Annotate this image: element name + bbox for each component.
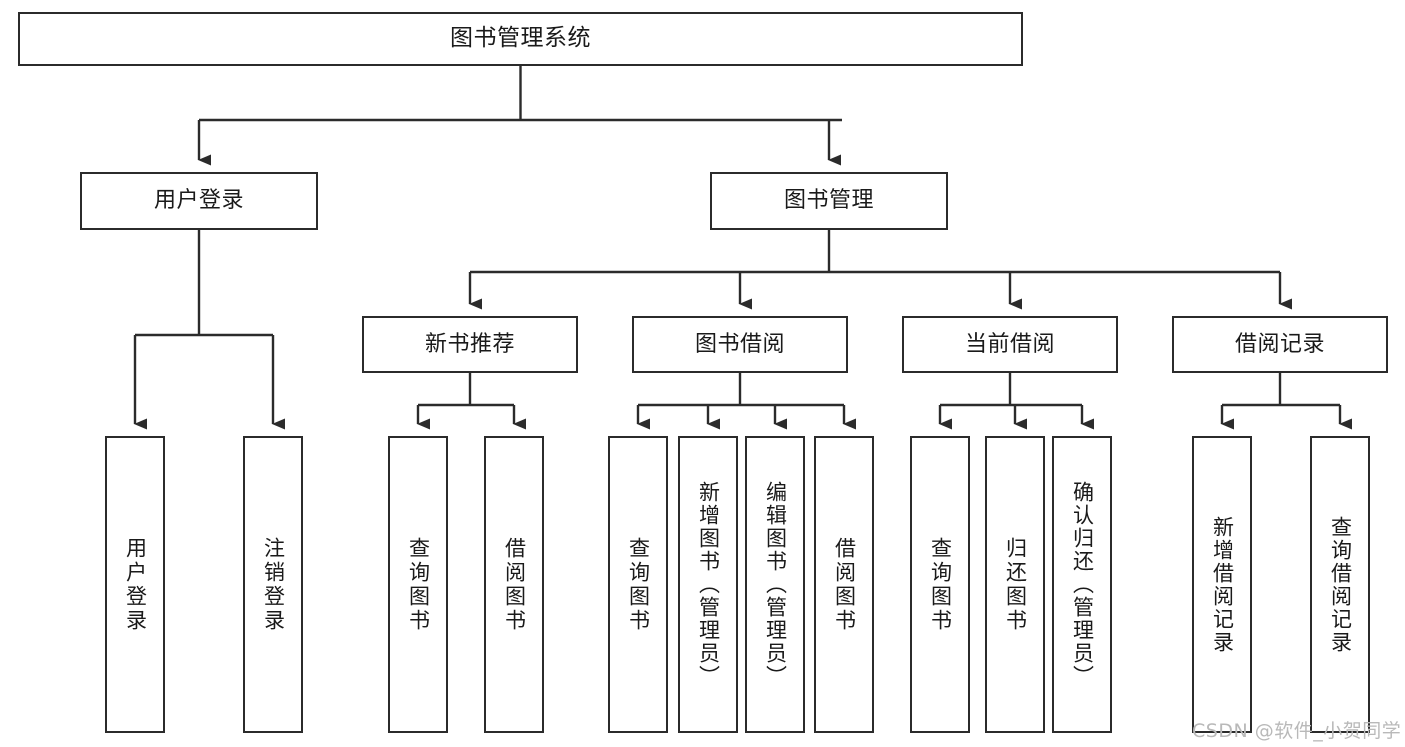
- node-leaf-rec-add[interactable]: 新增借阅记录: [1192, 436, 1252, 733]
- node-root[interactable]: 图书管理系统: [18, 12, 1023, 66]
- node-leaf-cur-confirm[interactable]: 确认归还（管理员）: [1052, 436, 1112, 733]
- node-leaf-rec-add-label: 新增借阅记录: [1210, 515, 1235, 654]
- node-leaf-borrow-add[interactable]: 新增图书（管理员）: [678, 436, 738, 733]
- node-borrow-record[interactable]: 借阅记录: [1172, 316, 1388, 373]
- node-leaf-cur-confirm-label: 确认归还（管理员）: [1070, 481, 1095, 688]
- node-leaf-user-login-label: 用户登录: [123, 536, 148, 633]
- node-leaf-user-login[interactable]: 用户登录: [105, 436, 165, 733]
- node-leaf-rec-borrow[interactable]: 借阅图书: [484, 436, 544, 733]
- node-leaf-borrow-add-label: 新增图书（管理员）: [696, 481, 721, 688]
- node-leaf-rec-borrow-label: 借阅图书: [502, 536, 527, 633]
- node-book-manage-label: 图书管理: [783, 188, 874, 214]
- node-book-borrow-label: 图书借阅: [694, 331, 785, 357]
- node-borrow-record-label: 借阅记录: [1234, 331, 1325, 357]
- node-leaf-borrow-edit[interactable]: 编辑图书（管理员）: [745, 436, 805, 733]
- node-book-borrow[interactable]: 图书借阅: [632, 316, 848, 373]
- node-leaf-rec-search-label: 查询借阅记录: [1328, 515, 1353, 654]
- node-current-borrow-label: 当前借阅: [964, 331, 1055, 357]
- node-leaf-rec-query-label: 查询图书: [406, 536, 431, 633]
- node-leaf-borrow-query-label: 查询图书: [626, 536, 651, 633]
- watermark: CSDN @软件_小贺同学: [1192, 720, 1402, 742]
- node-leaf-cur-query[interactable]: 查询图书: [910, 436, 970, 733]
- node-user-login-label: 用户登录: [153, 188, 244, 214]
- node-root-label: 图书管理系统: [450, 25, 591, 52]
- node-new-book-rec[interactable]: 新书推荐: [362, 316, 578, 373]
- node-leaf-borrow-query[interactable]: 查询图书: [608, 436, 668, 733]
- node-leaf-borrow-take-label: 借阅图书: [832, 536, 857, 633]
- node-leaf-user-logout[interactable]: 注销登录: [243, 436, 303, 733]
- node-leaf-rec-search[interactable]: 查询借阅记录: [1310, 436, 1370, 733]
- node-leaf-cur-query-label: 查询图书: [928, 536, 953, 633]
- node-leaf-borrow-take[interactable]: 借阅图书: [814, 436, 874, 733]
- node-book-manage[interactable]: 图书管理: [710, 172, 948, 230]
- node-leaf-rec-query[interactable]: 查询图书: [388, 436, 448, 733]
- node-leaf-cur-return[interactable]: 归还图书: [985, 436, 1045, 733]
- node-new-book-rec-label: 新书推荐: [424, 331, 515, 357]
- node-leaf-user-logout-label: 注销登录: [261, 536, 286, 633]
- node-leaf-cur-return-label: 归还图书: [1003, 536, 1028, 633]
- node-current-borrow[interactable]: 当前借阅: [902, 316, 1118, 373]
- node-user-login[interactable]: 用户登录: [80, 172, 318, 230]
- node-leaf-borrow-edit-label: 编辑图书（管理员）: [763, 481, 788, 688]
